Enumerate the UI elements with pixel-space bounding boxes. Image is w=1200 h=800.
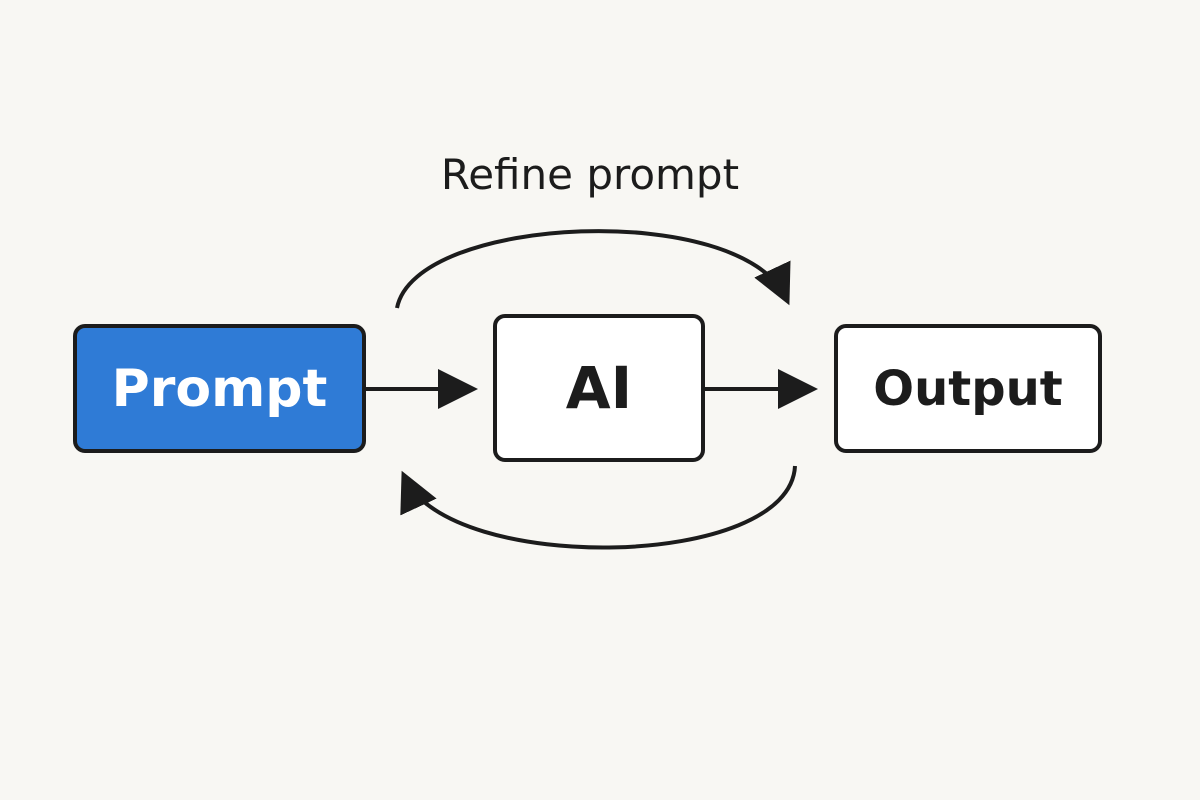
node-ai-label: AI <box>565 354 633 422</box>
node-prompt: Prompt <box>73 324 366 453</box>
loop-label: Refine prompt <box>440 150 740 199</box>
node-output: Output <box>834 324 1102 453</box>
node-output-label: Output <box>873 360 1063 417</box>
node-prompt-label: Prompt <box>111 358 328 419</box>
loop-arc-top <box>395 229 791 309</box>
loop-arc-bottom <box>400 465 797 550</box>
node-ai: AI <box>493 314 705 462</box>
